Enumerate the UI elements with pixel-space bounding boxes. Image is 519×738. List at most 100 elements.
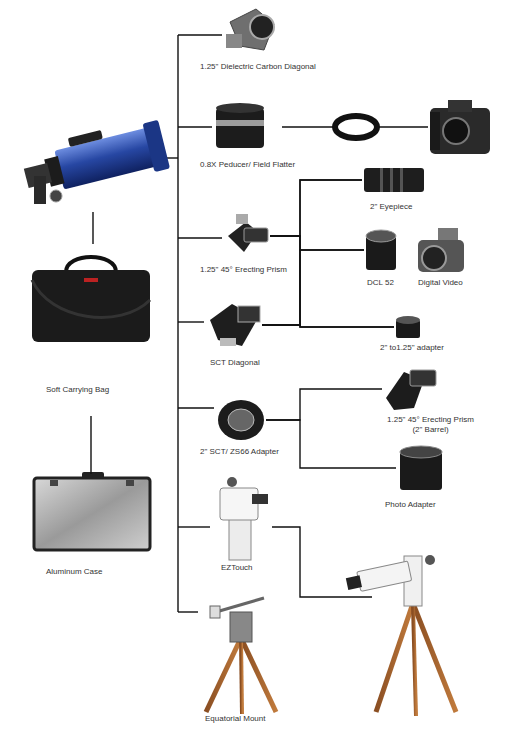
camera-grip — [430, 112, 440, 150]
tube-body — [54, 127, 161, 190]
prism-barrel — [244, 228, 268, 242]
tick-line — [178, 611, 198, 612]
sct-diagonal-nose — [220, 338, 236, 346]
dcl-lens — [366, 230, 396, 242]
diagonal-barrel — [250, 15, 274, 39]
tripod-leg — [242, 640, 276, 712]
tube-body — [357, 561, 412, 591]
leader-line — [272, 527, 372, 597]
item-caption: 2" Eyepiece — [370, 202, 412, 212]
tripod-leg — [241, 640, 242, 714]
counterweight-bar — [216, 598, 264, 612]
reducer-top — [216, 103, 264, 113]
camera-mount — [443, 118, 469, 144]
bus-line — [177, 35, 178, 612]
bag-body — [32, 270, 150, 342]
accessory-item: 1.25" Dielectric Carbon Diagonal — [225, 8, 275, 55]
item-caption: SCT Diagonal — [210, 358, 260, 368]
connector-line — [270, 180, 362, 236]
equatorial-mount-illustration — [206, 598, 276, 714]
leader-line — [378, 126, 428, 127]
mount-head — [230, 612, 252, 642]
mounted-tube — [345, 561, 412, 594]
eyepiece-ridge — [380, 168, 383, 192]
tick-line — [178, 407, 214, 408]
bag-strap — [32, 280, 150, 317]
item-caption: DCL 52 — [367, 278, 394, 288]
eztouch-knob — [227, 477, 237, 487]
accessory-item: 2" to1.25" adapter — [394, 314, 422, 340]
tripod-leg — [206, 640, 240, 712]
dcl-illustration — [366, 230, 396, 270]
camera-body — [430, 108, 490, 154]
diagonal-nose — [226, 34, 242, 48]
bag-handle — [66, 257, 116, 272]
accessory-item: 0.8X Peducer/ Field Flatter — [214, 104, 266, 150]
handle — [68, 130, 103, 147]
item-caption: Aluminum Case — [46, 567, 102, 577]
mount-knob — [425, 555, 435, 565]
item-caption: Soft Carrying Bag — [46, 385, 109, 395]
tick-line — [178, 321, 204, 322]
tick-line — [178, 237, 222, 238]
sct-diagonal-illustration — [210, 304, 260, 346]
connector-line — [270, 236, 364, 250]
eyepiece-ridge — [400, 168, 403, 192]
reducer-band — [216, 120, 264, 126]
connector-line — [270, 236, 394, 327]
sct-adapter-body — [218, 400, 264, 440]
camera-illustration — [430, 100, 490, 154]
item-caption: 1.25" Dielectric Carbon Diagonal — [200, 62, 316, 72]
accessory-item: 1.25" 45° Erecting Prism (2" Barrel) — [382, 366, 438, 412]
accessory-item: 1.25" 45° Erecting Prism — [224, 214, 270, 258]
tick-line — [92, 212, 93, 244]
accessory-item: Digital Video — [413, 226, 467, 276]
connector-line — [266, 420, 396, 468]
photo-adapter-top — [400, 446, 442, 458]
connector-line — [262, 325, 394, 327]
connector-line — [262, 180, 362, 325]
t-ring — [335, 116, 377, 138]
adapter-illustration — [396, 316, 420, 338]
photo-adapter-illustration — [400, 446, 442, 490]
connector-line — [266, 389, 382, 420]
case-body — [34, 478, 150, 550]
case-latch — [126, 480, 134, 486]
diagonal-illustration — [226, 9, 274, 50]
item-caption: Equatorial Mount — [205, 714, 265, 724]
case-latch — [50, 480, 58, 486]
prism-nose — [236, 214, 248, 224]
eztouch-illustration — [220, 477, 268, 560]
prism-2in-barrel — [410, 370, 436, 386]
prism-illustration — [228, 214, 268, 252]
item-caption: Photo Adapter — [385, 500, 436, 510]
dew-shield — [142, 120, 170, 172]
sct-diagonal-barrel — [238, 306, 260, 322]
counterweight — [210, 606, 220, 618]
tick-line — [178, 526, 210, 527]
tripod-leg — [376, 606, 412, 712]
accessory-item: SCT Diagonal — [206, 302, 262, 348]
item-caption: EZTouch — [221, 563, 253, 573]
case-handle — [82, 472, 104, 479]
tube-focuser — [346, 575, 362, 590]
adapter-top — [396, 316, 420, 324]
reducer-illustration — [216, 103, 264, 148]
video-camera-illustration — [418, 228, 464, 272]
bag-tag — [84, 278, 98, 282]
t-ring-illustration — [335, 116, 377, 138]
eztouch-column — [229, 518, 251, 560]
connector-line — [90, 416, 91, 474]
video-body — [418, 240, 464, 272]
eyepiece-ridge — [390, 168, 393, 192]
video-top — [438, 228, 458, 240]
item-caption: Digital Video — [418, 278, 463, 288]
item-caption: 2" to1.25" adapter — [380, 343, 444, 353]
tripod-leg — [413, 606, 416, 716]
tripod-leg — [414, 606, 456, 712]
tick-line — [178, 126, 212, 127]
item-caption: 1.25" 45° Erecting Prism — [200, 265, 287, 275]
